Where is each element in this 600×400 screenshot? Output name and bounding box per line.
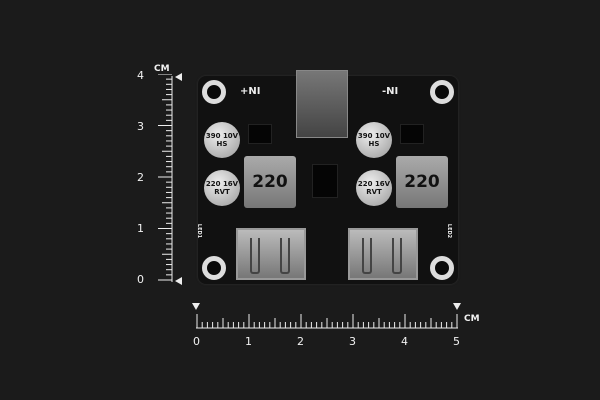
mount-hole [202,256,226,280]
vertical-ruler-unit: CM [154,64,170,74]
vruler-tick-1: 1 [137,222,144,235]
marker-triangle [175,73,182,81]
marker-triangle [192,303,200,310]
inductor: 220 [244,156,296,208]
hruler-tick-2: 2 [297,335,304,348]
vruler-tick-0: 0 [137,273,144,286]
chip [248,124,272,144]
marker-triangle [175,277,182,285]
label-plus-in: +NI [240,86,261,97]
usb-port-left[interactable] [236,228,306,280]
vruler-tick-4: 4 [137,69,144,82]
vruler-tick-3: 3 [137,120,144,133]
chip [400,124,424,144]
usb-port-right[interactable] [348,228,418,280]
capacitor: 390 10V HS [356,122,392,158]
mount-hole [430,256,454,280]
horizontal-ruler-unit: CM [464,314,480,324]
diode [312,164,338,198]
hruler-tick-4: 4 [401,335,408,348]
hruler-tick-3: 3 [349,335,356,348]
hruler-tick-1: 1 [245,335,252,348]
hruler-tick-5: 5 [453,335,460,348]
capacitor: 220 16V RVT [204,170,240,206]
mount-hole [202,80,226,104]
vruler-tick-2: 2 [137,171,144,184]
hruler-tick-0: 0 [193,335,200,348]
vertical-ruler [158,74,173,282]
capacitor: 220 16V RVT [356,170,392,206]
label-minus-in: -NI [382,86,399,97]
marker-triangle [453,303,461,310]
label-led1: LED1 [196,223,203,239]
horizontal-ruler [196,314,458,329]
mount-hole [430,80,454,104]
capacitor: 390 10V HS [204,122,240,158]
pcb-board: +NI -NI 390 10V HS 220 16V RVT 390 10V H… [196,70,458,284]
inductor: 220 [396,156,448,208]
dc-jack [296,70,348,138]
label-led2: LED2 [446,223,453,239]
